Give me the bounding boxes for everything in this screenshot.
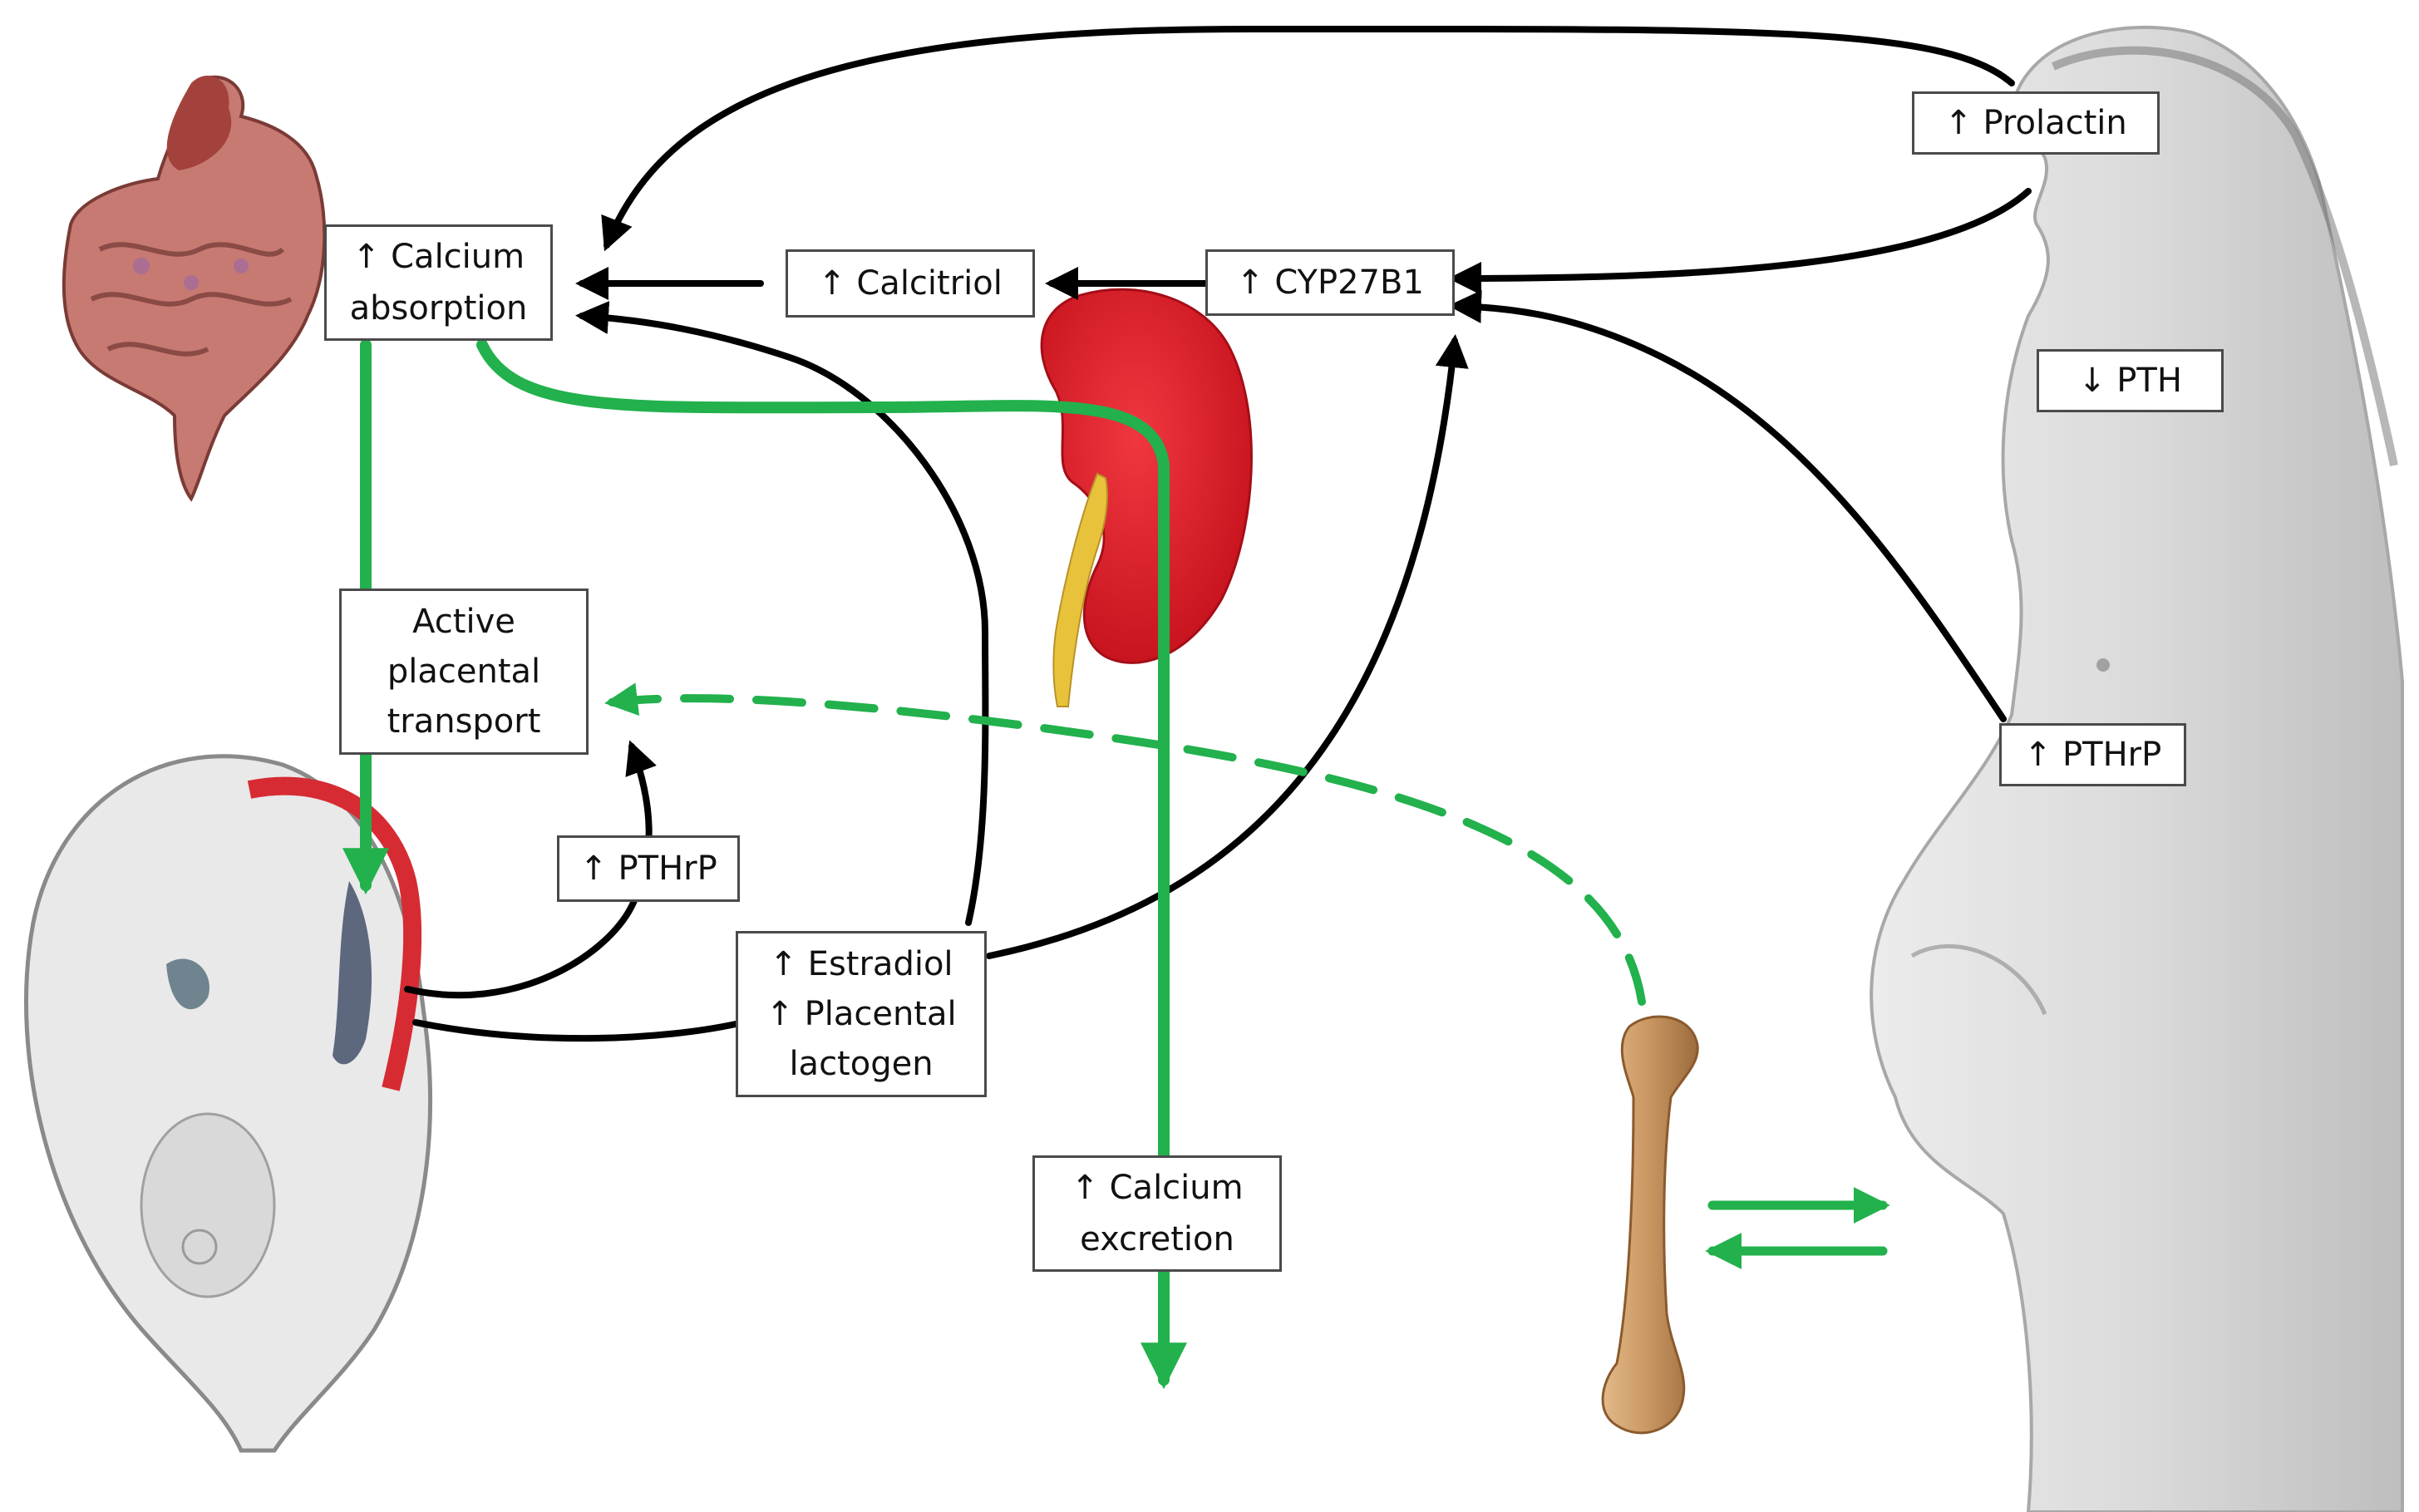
lactogen-line: lactogen xyxy=(789,1045,934,1083)
arrow-absorption-to-excretion xyxy=(476,339,1187,1390)
estradiol-lactogen-box: ↑ Estradiol ↑ Placental lactogen xyxy=(736,931,987,1097)
calcium-absorption-line1: ↑ Calcium xyxy=(352,238,525,276)
cyp27b1-label: ↑ CYP27B1 xyxy=(1236,263,1424,302)
placental-transport-line3: transport xyxy=(387,702,541,741)
maternal-pth-box: ↓ PTH xyxy=(2037,349,2224,412)
arrow-placenta-to-pthrp xyxy=(404,740,657,999)
maternal-pth-label: ↓ PTH xyxy=(2078,362,2182,400)
fetal-pthrp-box: ↑ PTHrP xyxy=(557,835,740,902)
calcium-absorption-box: ↑ Calcium absorption xyxy=(324,224,553,341)
calcium-absorption-line2: absorption xyxy=(349,289,528,328)
maternal-pthrp-box: ↑ PTHrP xyxy=(1999,723,2186,786)
calcium-excretion-box: ↑ Calcium excretion xyxy=(1032,1155,1282,1272)
placental-line: ↑ Placental xyxy=(766,995,957,1033)
maternal-pthrp-label: ↑ PTHrP xyxy=(2023,736,2162,774)
calcitriol-box: ↑ Calcitriol xyxy=(786,249,1035,318)
calcium-excretion-line1: ↑ Calcium xyxy=(1071,1169,1244,1207)
prolactin-box: ↑ Prolactin xyxy=(1912,91,2160,155)
intestine-illustration xyxy=(62,75,327,502)
placental-transport-box: Active placental transport xyxy=(339,589,589,755)
arrow-prolactin-to-absorption xyxy=(601,25,2015,252)
calcitriol-label: ↑ Calcitriol xyxy=(818,264,1003,303)
fetus-in-uterus-illustration xyxy=(24,754,432,1453)
placental-transport-line1: Active xyxy=(412,603,515,641)
femur-bone-illustration xyxy=(1601,1015,1699,1435)
estradiol-line: ↑ Estradiol xyxy=(769,945,953,983)
arrow-pthrp-to-cyp27b1 xyxy=(1448,289,2007,722)
arrow-estradiol-to-absorption xyxy=(575,301,989,926)
calcium-excretion-line2: excretion xyxy=(1080,1220,1234,1258)
arrow-estradiol-to-cyp27b1 xyxy=(986,334,1469,959)
cyp27b1-box: ↑ CYP27B1 xyxy=(1205,249,1455,316)
arrow-prolactin-to-cyp27b1 xyxy=(1448,188,2032,295)
prolactin-label: ↑ Prolactin xyxy=(1944,104,2127,142)
arrow-placenta-to-estradiol xyxy=(412,1019,739,1042)
fetal-pthrp-label: ↑ PTHrP xyxy=(579,850,717,888)
kidney-illustration xyxy=(1040,288,1253,707)
hormone-arrows xyxy=(404,25,2032,1042)
placental-transport-line2: placental xyxy=(387,653,541,691)
